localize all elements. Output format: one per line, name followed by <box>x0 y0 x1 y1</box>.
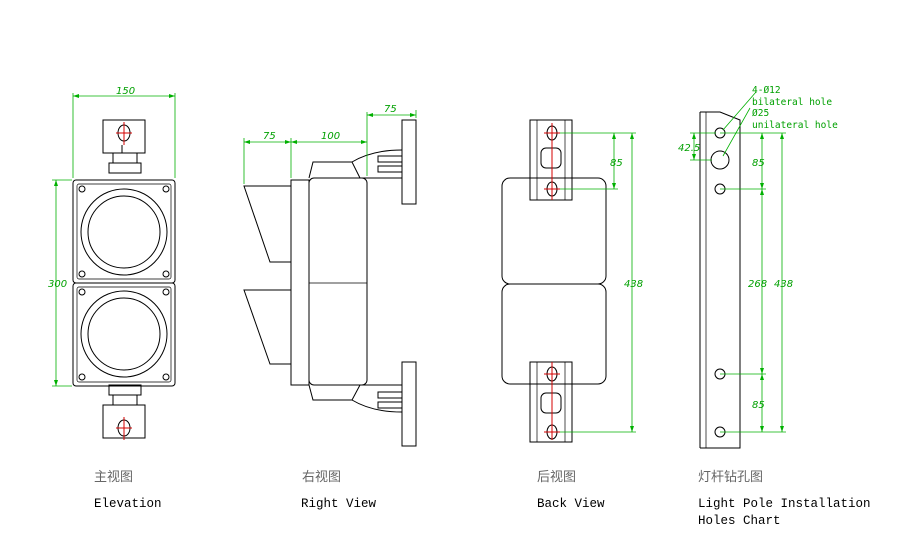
back-view-caption-cn: 后视图 <box>537 470 577 485</box>
right-view-caption-en: Right View <box>301 497 377 511</box>
dim-elev-width: 150 <box>116 86 135 97</box>
back-view-caption-en: Back View <box>537 497 605 511</box>
dim-pole-mid: 268 <box>748 279 767 290</box>
right-view: 75 100 75 <box>243 104 417 447</box>
dim-right-body: 100 <box>321 131 340 142</box>
ann-hole-large: Ø25 <box>752 108 769 119</box>
dim-pole-top: 85 <box>752 158 765 169</box>
dim-back-spacing: 85 <box>610 158 623 169</box>
pole-hole-large <box>710 150 730 170</box>
pole-caption-cn: 灯杆钻孔图 <box>698 470 764 485</box>
dim-pole-total: 438 <box>774 279 793 290</box>
elevation-caption-en: Elevation <box>94 497 162 511</box>
dim-right-hood: 75 <box>263 131 276 142</box>
dim-pole-bottom: 85 <box>752 400 765 411</box>
dim-back-total: 438 <box>624 279 643 290</box>
pole-caption-en-line1: Light Pole Installation <box>698 497 871 511</box>
elevation-caption-cn: 主视图 <box>94 470 134 485</box>
elevation-view: 150 300 <box>48 86 176 440</box>
dim-elev-height: 300 <box>48 279 67 290</box>
ann-hole-large-note: unilateral hole <box>752 120 838 131</box>
back-view: 85 438 <box>501 119 643 443</box>
dim-right-bracket: 75 <box>384 104 397 115</box>
pole-caption-en-line2: Holes Chart <box>698 514 781 528</box>
ann-hole-small-note: bilateral hole <box>752 97 832 108</box>
dim-pole-offset: 42.5 <box>678 143 700 154</box>
right-view-caption-cn: 右视图 <box>302 470 342 485</box>
ann-hole-small: 4-Ø12 <box>752 85 781 96</box>
pole-holes-view: 85 268 85 438 42.5 4-Ø12 bilateral hole … <box>678 85 838 449</box>
